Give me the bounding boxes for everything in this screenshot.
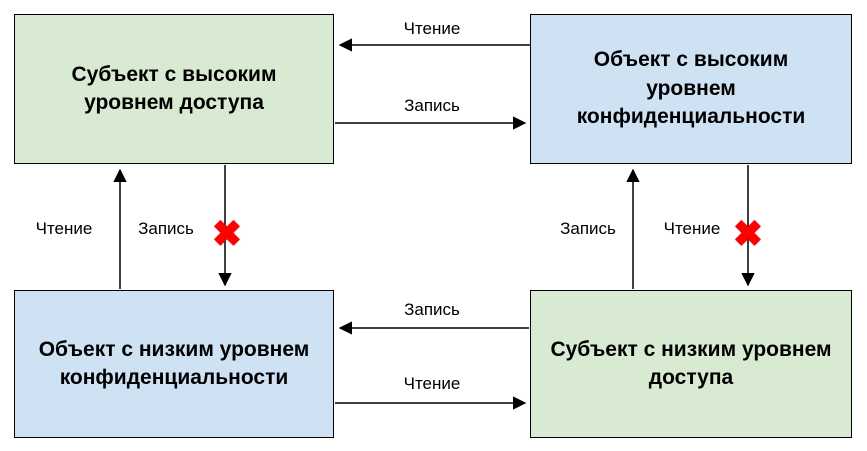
box-object-high-label: Объект с высоким уровнем конфиденциально… — [576, 48, 806, 129]
box-subject-low: Субъект с низким уровнем доступа — [530, 290, 852, 438]
box-subject-high: Субъект с высоким уровнем доступа — [14, 14, 334, 164]
blocked-cross-icon-left: ✖ — [211, 213, 243, 254]
label-top-write: Запись — [404, 96, 460, 115]
label-right-write-up: Запись — [560, 219, 616, 238]
label-top-read: Чтение — [403, 19, 461, 38]
label-left-write-down: Запись — [138, 219, 194, 238]
label-bottom-read: Чтение — [403, 374, 461, 393]
blocked-cross-icon-right: ✖ — [732, 213, 764, 254]
box-object-low: Объект с низким уровнем конфиденциальнос… — [14, 290, 334, 438]
label-left-read-up: Чтение — [35, 219, 93, 238]
label-bottom-write: Запись — [404, 300, 460, 319]
box-object-high: Объект с высоким уровнем конфиденциально… — [530, 14, 852, 164]
label-right-read-down: Чтение — [663, 219, 721, 238]
box-subject-low-label: Субъект с низким уровнем доступа — [550, 337, 832, 389]
box-object-low-label: Объект с низким уровнем конфиденциальнос… — [38, 337, 310, 389]
box-subject-high-label: Субъект с высоким уровнем доступа — [71, 62, 277, 114]
